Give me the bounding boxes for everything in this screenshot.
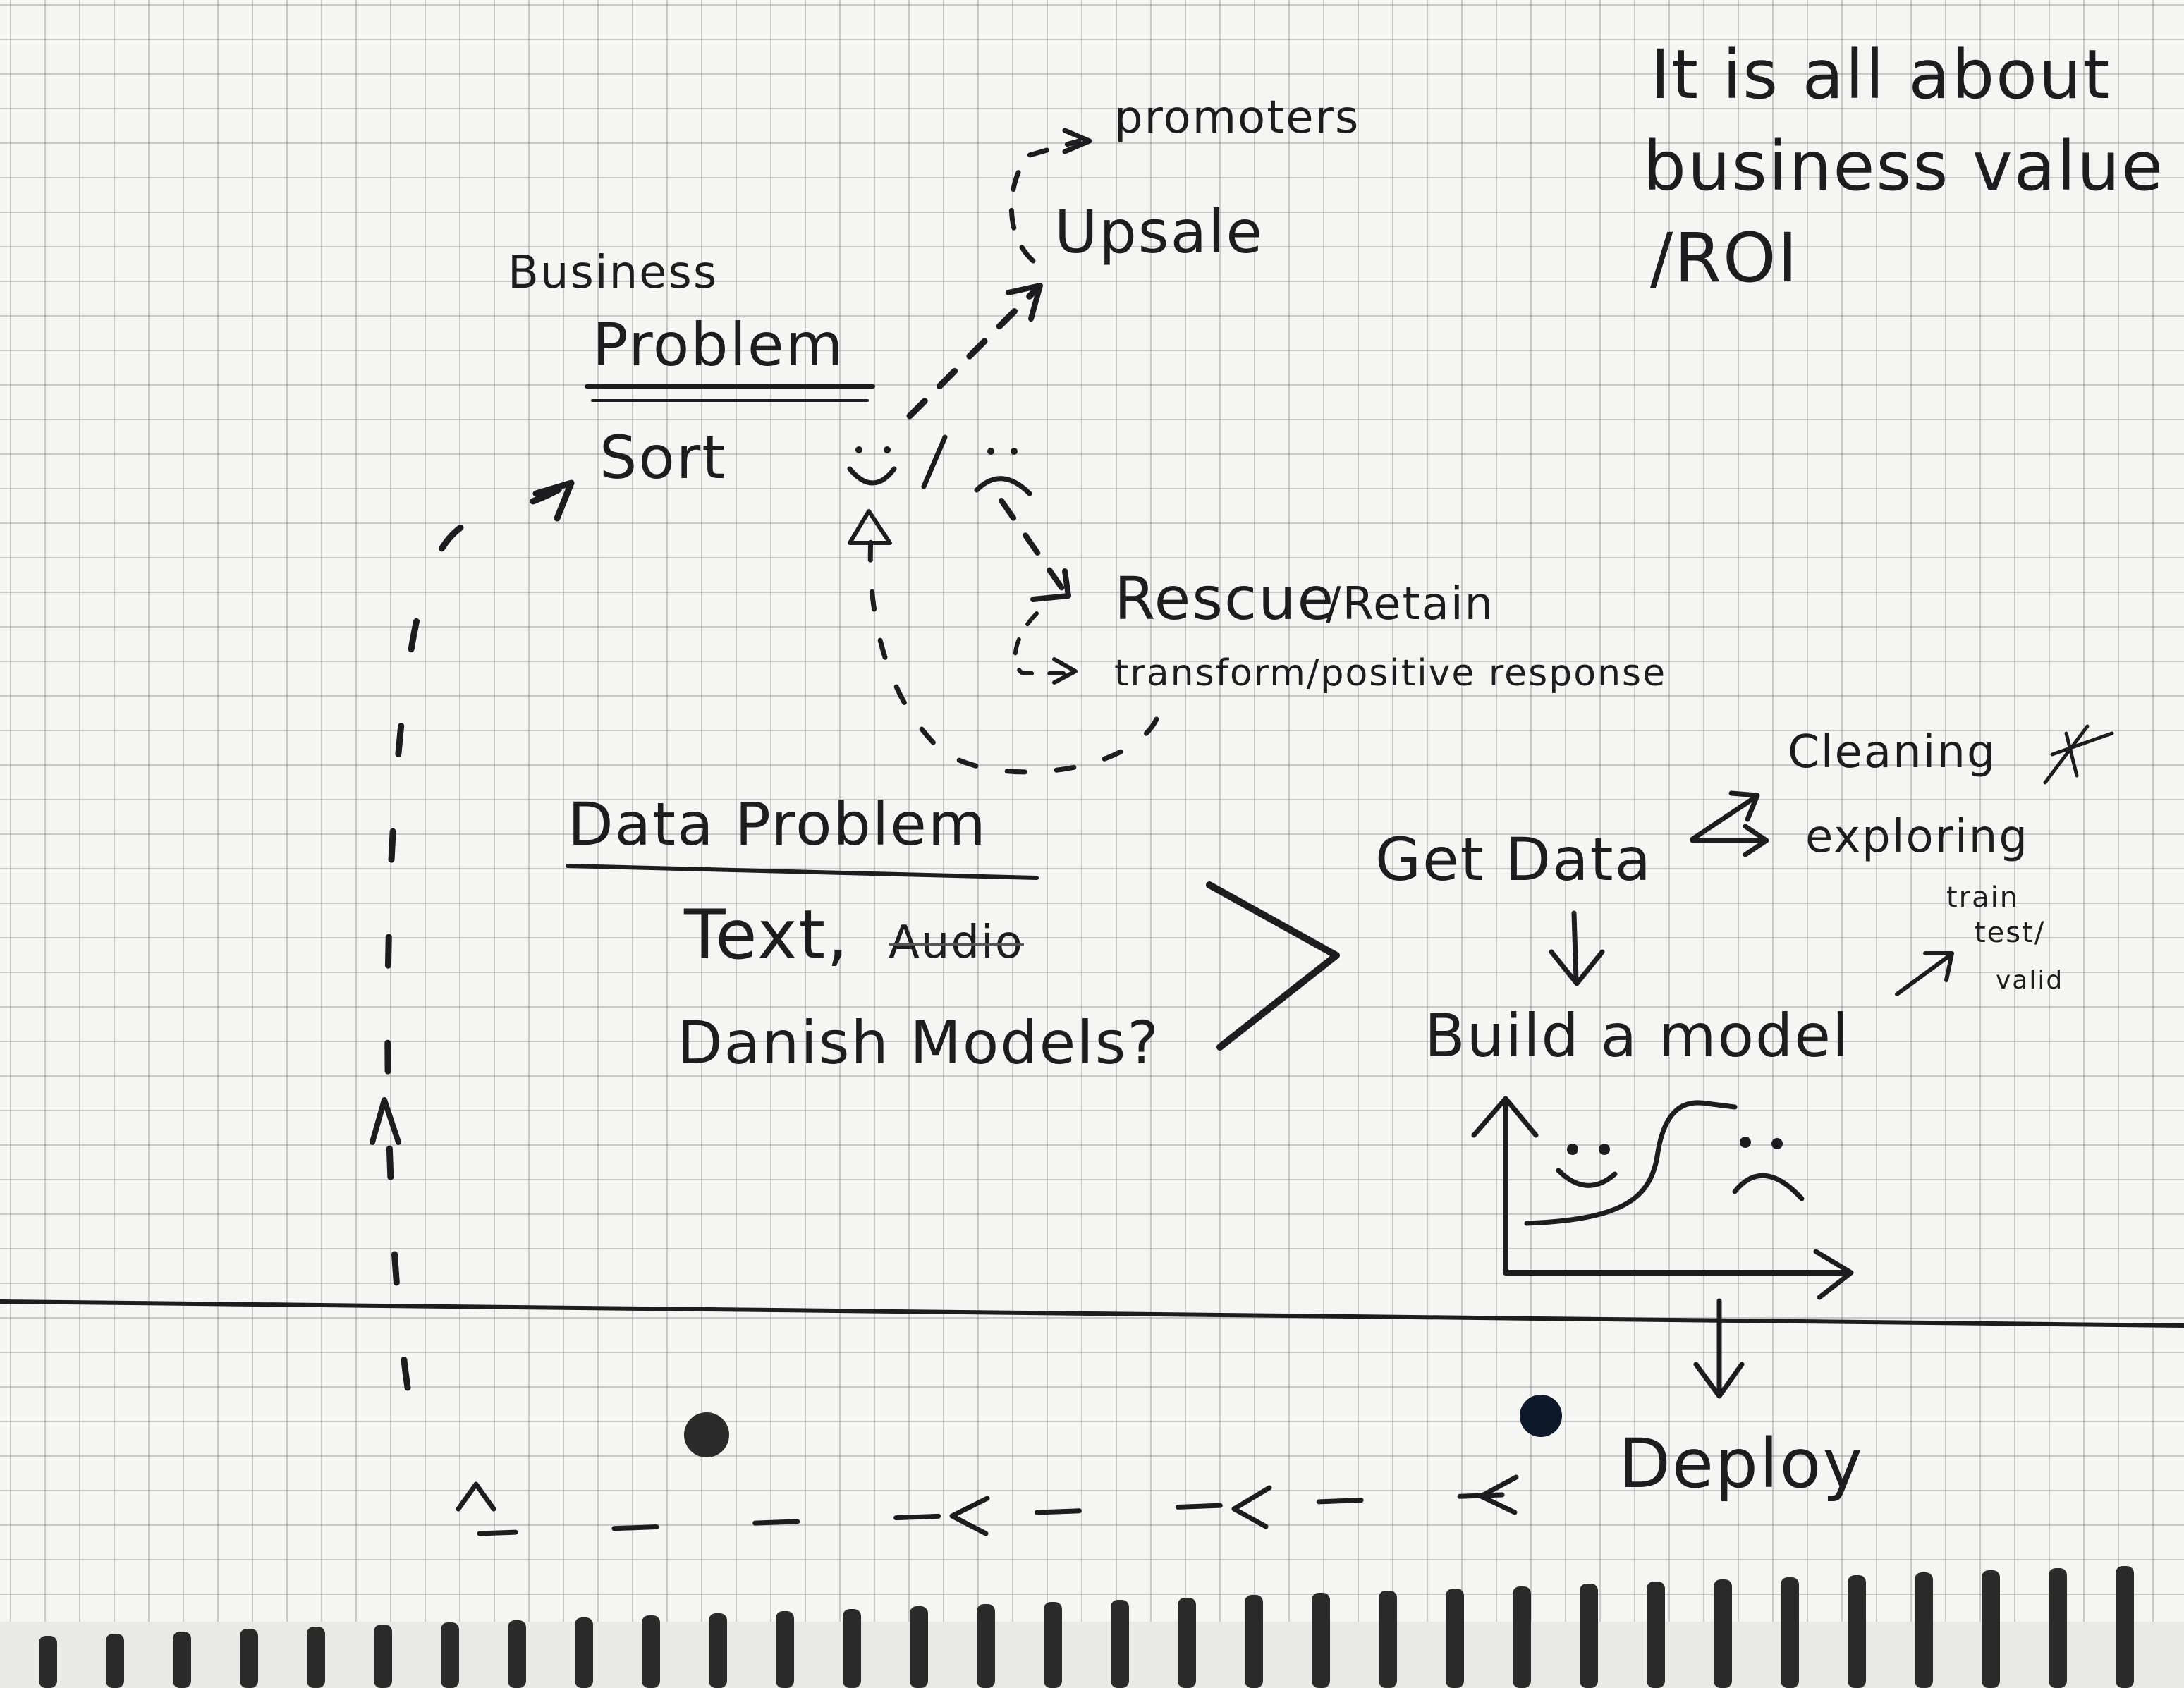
- spiral-ring: [910, 1606, 928, 1688]
- spiral-ring: [1580, 1584, 1598, 1688]
- arrow-to-split: [1895, 953, 1952, 996]
- spiral-ring: [307, 1627, 325, 1688]
- spiral-ring: [173, 1632, 191, 1688]
- arrowhead-to-business: [532, 479, 575, 522]
- transform-label: transform/positive response: [1114, 652, 1667, 695]
- scribble-mark: [2043, 724, 2114, 785]
- deploy-label: Deploy: [1618, 1424, 1865, 1503]
- data-audio-label: Audio: [889, 917, 1024, 969]
- spiral-ring: [1178, 1598, 1196, 1688]
- spiral-ring: [776, 1611, 794, 1688]
- arrowhead-to-sort: [848, 509, 892, 545]
- sad-face-icon: [974, 448, 1032, 496]
- spiral-ring: [1781, 1577, 1799, 1688]
- business-problem-item: Sort: [599, 423, 727, 492]
- spiral-binding: [0, 1622, 2184, 1688]
- spiral-ring: [39, 1636, 57, 1688]
- arrow-down-to-build: [1571, 910, 1579, 983]
- punch-hole-dot: [684, 1412, 729, 1457]
- spiral-ring: [1245, 1595, 1263, 1688]
- roi-note-line3: /ROI: [1650, 219, 1799, 298]
- slash-separator: [921, 434, 948, 489]
- spiral-ring: [1647, 1582, 1665, 1688]
- spiral-ring: [977, 1604, 995, 1688]
- data-text-label: Text,: [684, 895, 850, 974]
- spiral-ring: [2049, 1568, 2067, 1688]
- spiral-ring: [709, 1613, 727, 1688]
- roi-note-line1: It is all about: [1650, 35, 2111, 114]
- spiral-ring: [1915, 1572, 1933, 1688]
- promoters-label: promoters: [1114, 92, 1360, 144]
- dashed-return-bottom: [477, 1492, 1505, 1536]
- rescue-label: Rescue: [1114, 564, 1336, 633]
- dashed-to-promoters: [1008, 138, 1082, 264]
- spiral-ring: [1848, 1575, 1866, 1688]
- spiral-ring: [441, 1622, 459, 1688]
- arrowhead-transform: [1052, 657, 1078, 685]
- spiral-ring: [2116, 1566, 2134, 1688]
- build-model-label: Build a model: [1425, 1001, 1850, 1070]
- spiral-ring: [240, 1629, 258, 1688]
- dashed-to-upsale: [906, 286, 1040, 420]
- spiral-ring: [1111, 1600, 1129, 1688]
- spiral-ring: [106, 1634, 124, 1688]
- retain-label: /Retain: [1326, 578, 1495, 630]
- roi-note-line2: business value: [1643, 127, 2165, 206]
- arrow-to-cleaning: [1690, 794, 1759, 842]
- spiral-ring: [1714, 1579, 1732, 1688]
- cleaning-label: Cleaning: [1788, 726, 1997, 778]
- arrowhead-up-bottom: [456, 1481, 496, 1512]
- business-problem-title: Problem: [592, 310, 845, 379]
- spiral-ring: [1044, 1602, 1062, 1688]
- split-train-label: train: [1946, 881, 2020, 914]
- happy-face-icon: [847, 446, 897, 486]
- sigmoid-sketch: [1471, 1096, 1854, 1300]
- business-kicker: Business: [508, 247, 719, 299]
- data-problem-title: Data Problem: [568, 790, 987, 859]
- upsale-label: Upsale: [1054, 197, 1264, 267]
- arrowhead-upsale: [1006, 283, 1043, 322]
- spiral-ring: [1982, 1570, 2000, 1688]
- dashed-to-rescue: [999, 498, 1068, 595]
- arrowhead-up-left: [370, 1097, 401, 1145]
- exploring-label: exploring: [1805, 811, 2029, 863]
- spiral-ring: [508, 1620, 526, 1688]
- dashed-to-transform: [1013, 611, 1067, 675]
- arrowhead-rescue: [1030, 568, 1071, 602]
- spiral-ring: [575, 1617, 593, 1688]
- spiral-ring: [374, 1625, 392, 1688]
- chevron-right-icon: [1206, 881, 1340, 1051]
- data-underline: [566, 864, 1039, 880]
- dashed-return-path: [384, 483, 568, 1391]
- danish-models-label: Danish Models?: [677, 1008, 1160, 1077]
- spiral-ring: [1312, 1593, 1330, 1688]
- dashed-loop-to-sort: [867, 533, 1159, 775]
- punch-hole-dot: [1520, 1395, 1562, 1437]
- get-data-label: Get Data: [1375, 825, 1652, 894]
- split-valid-label: valid: [1996, 966, 2064, 995]
- split-test-label: test/: [1975, 917, 2046, 949]
- spiral-ring: [1379, 1591, 1397, 1688]
- page-divider-line: [0, 1299, 2184, 1328]
- spiral-ring: [1513, 1586, 1531, 1688]
- spiral-ring: [843, 1609, 861, 1688]
- spiral-ring: [642, 1615, 660, 1688]
- spiral-ring: [1446, 1589, 1464, 1688]
- arrowhead-promoters: [1062, 128, 1092, 154]
